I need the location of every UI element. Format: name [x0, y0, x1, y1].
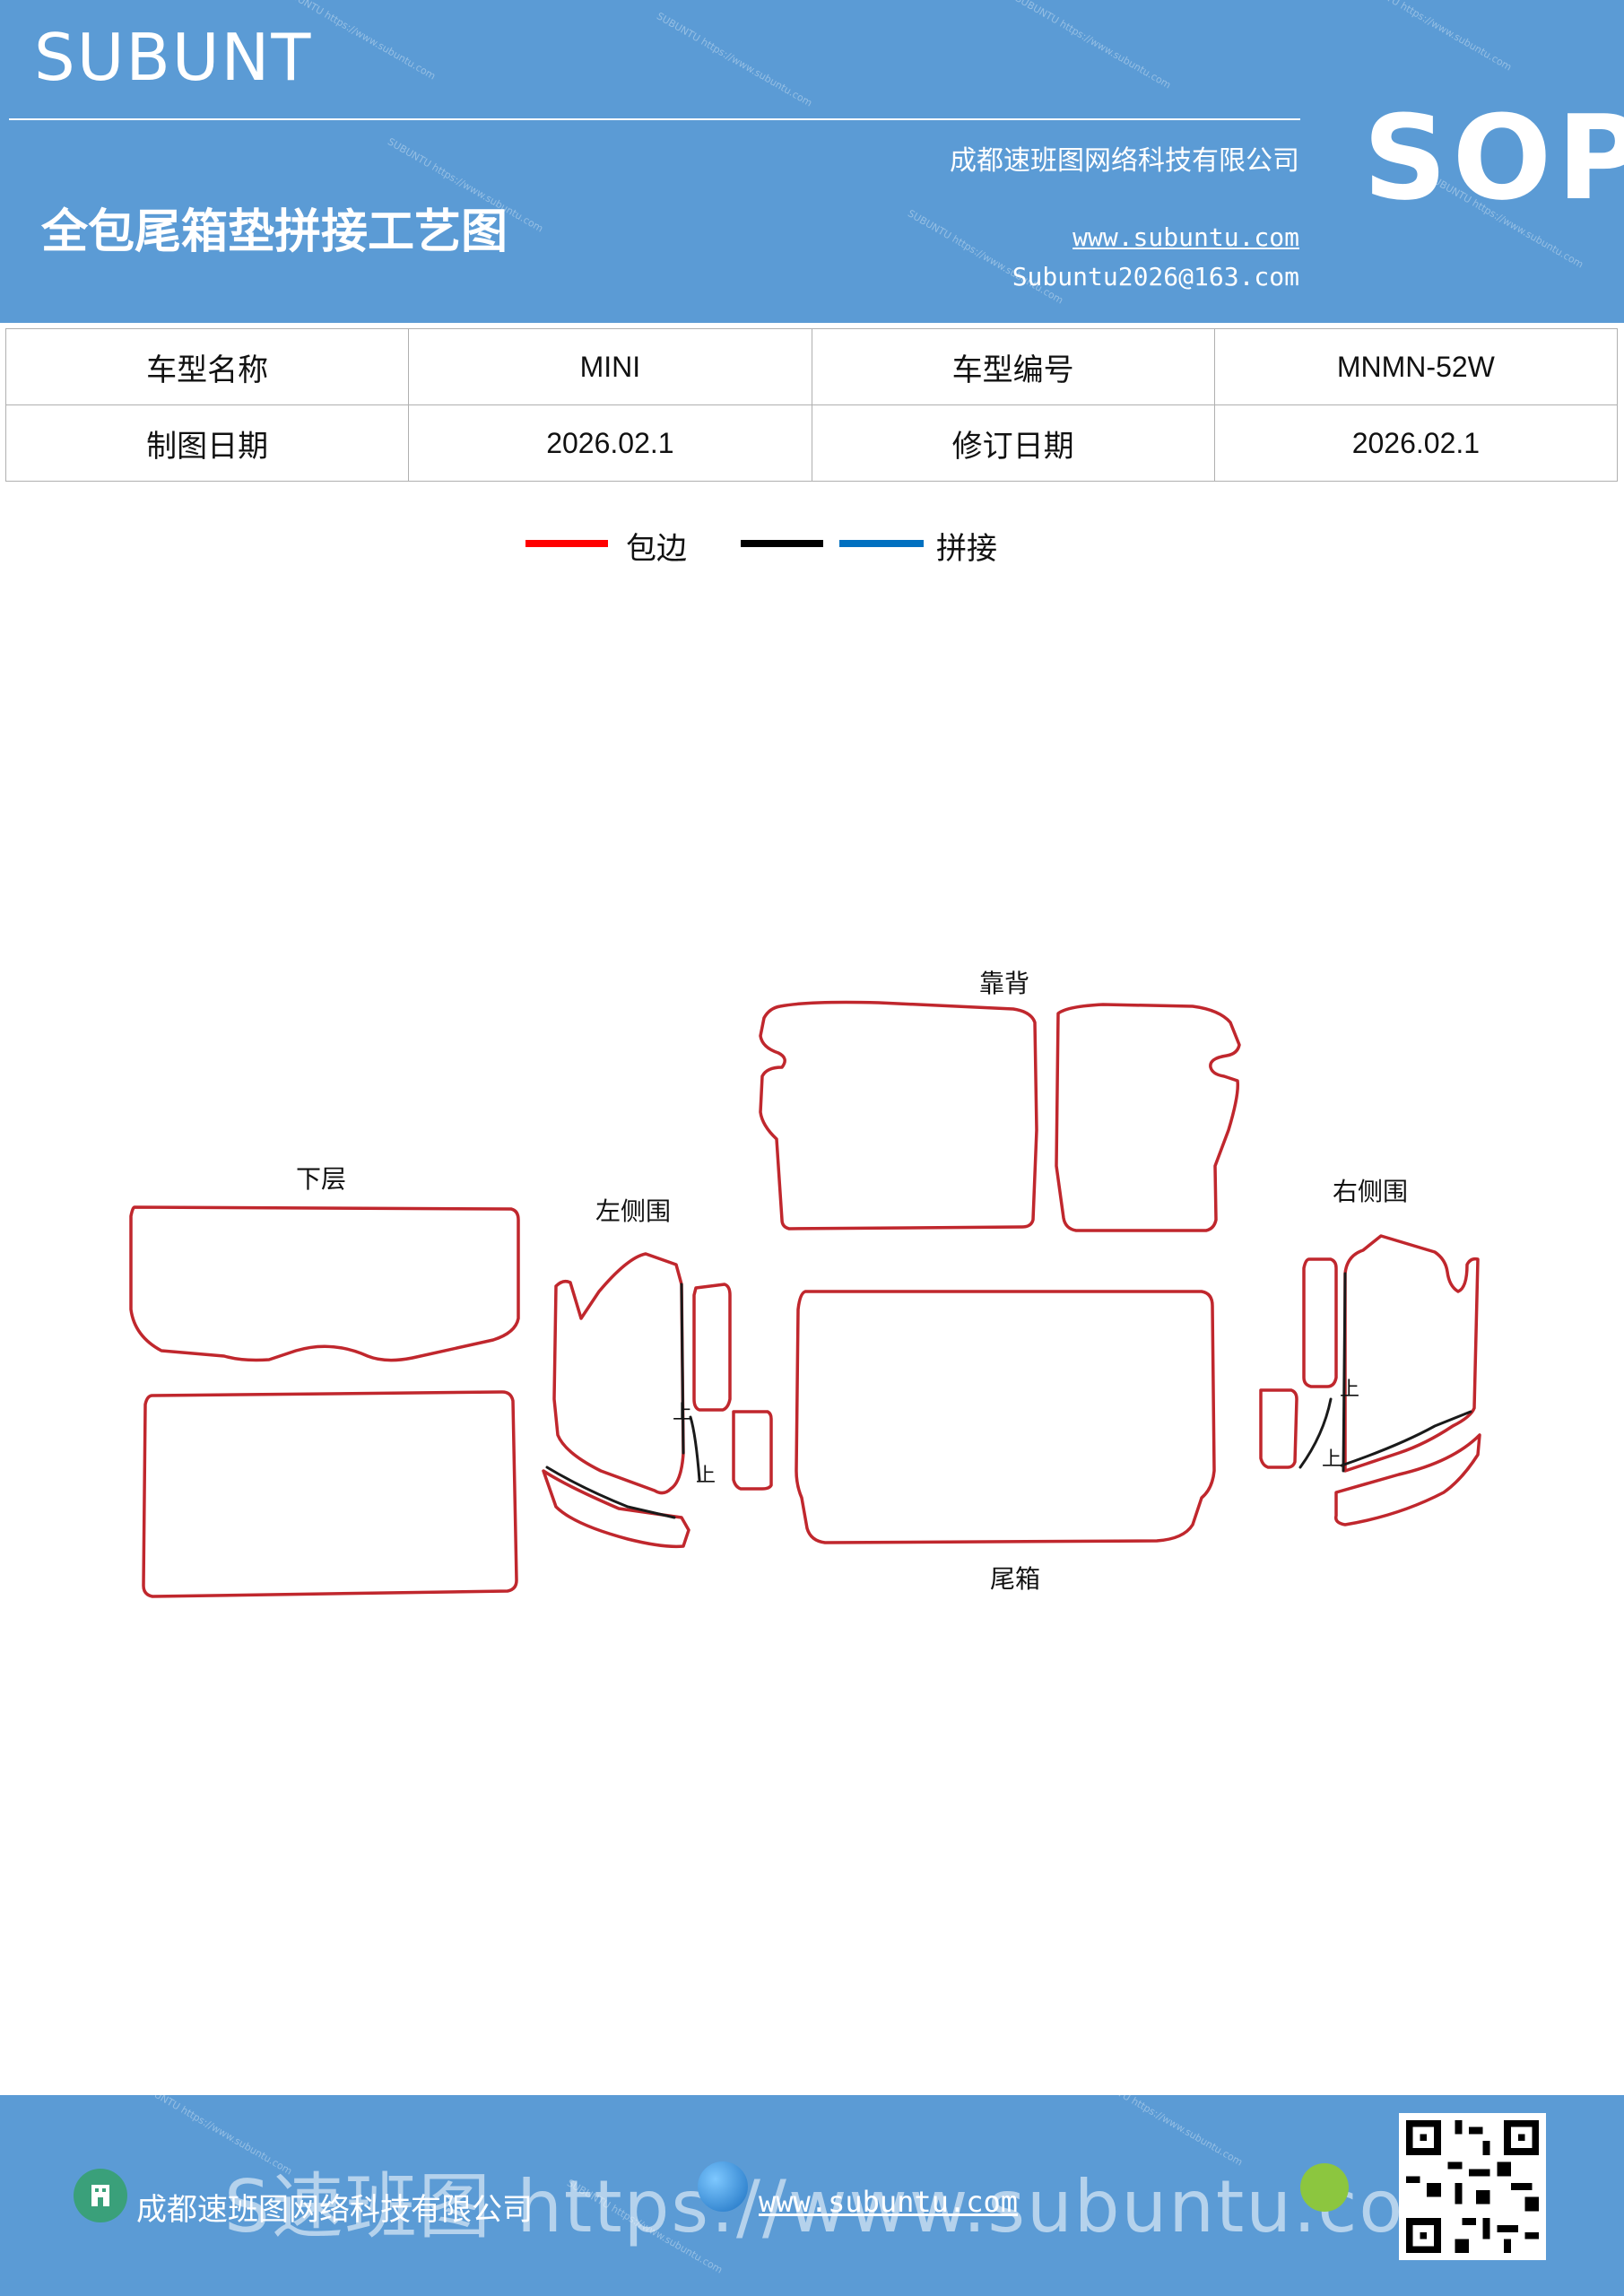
back-right-panel — [1055, 1003, 1241, 1232]
header-divider — [9, 118, 1300, 120]
legend-label-splice: 拼接 — [936, 531, 997, 567]
legend: 包边 拼接 — [0, 524, 1624, 578]
table-row: 制图日期 2026.02.1 修订日期 2026.02.1 — [4, 404, 1619, 482]
qr-code-icon — [1399, 2113, 1546, 2260]
model-info-table: 车型名称 MINI 车型编号 MNMN-52W 制图日期 2026.02.1 修… — [4, 328, 1619, 482]
label-trunk: 尾箱 — [990, 1564, 1040, 1594]
right-seam-lower — [1298, 1397, 1333, 1469]
watermark-text: SUBUNTU https://www.subuntu.com — [1013, 0, 1173, 91]
seam-mark-right-upper: 上 — [1340, 1378, 1359, 1401]
right-side-strip — [1302, 1257, 1338, 1388]
watermark-text: SUBUNTU https://www.subuntu.com — [655, 10, 814, 109]
footer-watermark: S速班图 https://www.subuntu.com — [224, 2165, 1477, 2248]
globe-icon — [698, 2161, 748, 2212]
legend-label-binding: 包边 — [626, 531, 687, 567]
mat-pattern-diagram: 靠背 下层 左侧围 右侧围 尾箱 上 上 上 上 — [129, 969, 1481, 1598]
label-back: 靠背 — [979, 969, 1029, 998]
header-banner: SUBUNTU https://www.subuntu.com SUBUNTU … — [0, 0, 1624, 323]
legend-swatch-blue — [839, 540, 924, 547]
right-side-small-piece — [1259, 1388, 1298, 1469]
diagram-labels: 靠背 下层 左侧围 右侧围 尾箱 上 上 上 上 — [296, 969, 1408, 1594]
watermark-text: SUBUNTU https://www.subuntu.com — [906, 207, 1065, 307]
revision-date-label: 修订日期 — [811, 404, 1215, 482]
brand-name: SUBUNT — [34, 20, 313, 95]
seam-mark-left-upper: 上 — [673, 1402, 692, 1424]
lower-bottom-panel — [142, 1390, 518, 1598]
back-left-panel — [759, 1000, 1038, 1231]
model-name-label: 车型名称 — [4, 328, 410, 405]
company-name: 成都速班图网络科技有限公司 — [950, 145, 1299, 177]
right-seam-vertical — [1342, 1272, 1347, 1473]
left-side-main-panel — [552, 1252, 685, 1495]
sop-mark: SOP — [1363, 90, 1624, 226]
table-row: 车型名称 MINI 车型编号 MNMN-52W — [4, 328, 1619, 405]
label-right-side: 右侧围 — [1333, 1177, 1408, 1206]
footer-banner: SUBUNTU https://www.subuntu.com SUBUNTU … — [0, 2095, 1624, 2296]
left-side-strip — [692, 1283, 732, 1412]
left-seam-vertical — [680, 1283, 685, 1455]
website-link[interactable]: www.subuntu.com — [1073, 222, 1299, 252]
footer-website-link[interactable]: www.subuntu.com — [759, 2185, 1018, 2219]
watermark-text: SUBUNTU https://www.subuntu.com — [1354, 0, 1514, 74]
seam-mark-right-lower: 上 — [1322, 1448, 1342, 1471]
lower-top-panel — [129, 1205, 520, 1362]
drawing-date-value: 2026.02.1 — [408, 404, 812, 482]
left-seam-lower — [689, 1415, 701, 1482]
label-left-side: 左侧围 — [595, 1196, 671, 1226]
label-lower: 下层 — [296, 1164, 346, 1194]
footer-company: 成都速班图网络科技有限公司 — [136, 2192, 533, 2228]
seam-mark-left-lower: 上 — [696, 1465, 716, 1487]
legend-swatch-red — [525, 540, 608, 547]
model-name-value: MINI — [408, 328, 812, 405]
right-side-main-panel — [1343, 1234, 1480, 1473]
wechat-icon — [1300, 2163, 1349, 2212]
right-side-bottom-strip — [1333, 1433, 1481, 1526]
trunk-panel — [795, 1290, 1216, 1544]
legend-swatch-black — [741, 540, 823, 547]
email-address: Subuntu2026@163.com — [1012, 262, 1299, 291]
left-side-bottom-strip — [542, 1469, 690, 1549]
left-side-small-piece — [732, 1410, 773, 1491]
drawing-date-label: 制图日期 — [4, 404, 410, 482]
page-title: 全包尾箱垫拼接工艺图 — [41, 204, 508, 259]
building-icon — [74, 2169, 127, 2222]
model-code-label: 车型编号 — [811, 328, 1215, 405]
left-seam-curve — [545, 1465, 676, 1519]
right-seam-curve — [1340, 1410, 1472, 1467]
revision-date-value: 2026.02.1 — [1213, 404, 1619, 482]
model-code-value: MNMN-52W — [1213, 328, 1619, 405]
